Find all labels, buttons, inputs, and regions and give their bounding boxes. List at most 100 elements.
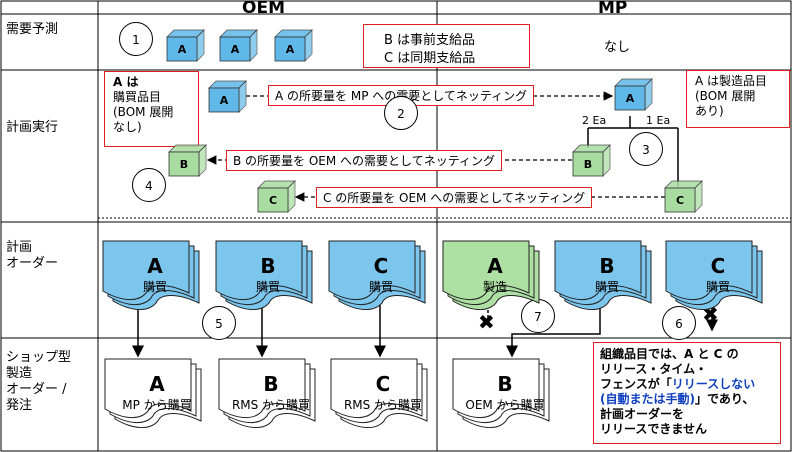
cube-label: B: [584, 158, 592, 171]
right-note-line: (BOM 展開: [695, 89, 756, 103]
cube-a: A: [219, 29, 258, 62]
document-letter: A: [149, 372, 165, 396]
right-note-line: A は製造品目: [695, 74, 768, 88]
planned-order-oem-b: B 購買: [215, 240, 313, 312]
left-note-line: なし): [113, 120, 142, 134]
left-note-line: 購買品目: [113, 90, 162, 104]
cube-label: A: [286, 43, 295, 56]
document-stack-shape: [442, 240, 540, 310]
document-stack-shape: [330, 358, 428, 428]
note-line: 」であり、: [694, 392, 755, 406]
cube-label: A: [178, 43, 187, 56]
shop-order-oem-a: A MP から購買: [104, 358, 202, 430]
cube-a: A: [274, 29, 313, 62]
cube-label: B: [180, 158, 188, 171]
document-subtitle: RMS から購買: [343, 398, 423, 412]
document-subtitle: 購買: [368, 280, 393, 294]
document-stack-shape: [218, 358, 316, 428]
cube-a: A: [208, 80, 247, 113]
left-note-box: A は 購買品目 (BOM 展開 なし): [104, 71, 199, 147]
mp-header: MP: [598, 0, 628, 18]
document-subtitle: OEM から購買: [465, 398, 545, 412]
document-subtitle: 購買: [705, 280, 730, 294]
mp-forecast-value: なし: [604, 40, 631, 55]
document-stack-shape: [452, 358, 550, 428]
note-line: フェンスが「: [600, 377, 672, 391]
document-letter: B: [599, 254, 615, 278]
document-letter: C: [373, 254, 389, 278]
row-label-planning: 計画実行: [6, 120, 59, 135]
supply-note-box: B は事前支給品 C は同期支給品: [363, 24, 530, 68]
step-2-marker: 2: [384, 96, 418, 130]
cube-label: A: [626, 92, 635, 105]
document-stack-shape: [102, 240, 200, 310]
right-note-box: A は製造品目 (BOM 展開 あり): [686, 70, 790, 128]
document-stack-shape: [104, 358, 202, 428]
cube-label: A: [231, 43, 240, 56]
document-letter: A: [147, 254, 163, 278]
cube-a: A: [614, 78, 653, 111]
note-highlight: リリースしない: [671, 377, 756, 391]
note-line: リリースできません: [600, 422, 708, 436]
qty-c-label: 1 Ea: [646, 114, 671, 127]
step-7-marker: 7: [521, 299, 555, 333]
row-label-forecast: 需要予測: [6, 22, 59, 37]
left-note-line: (BOM 展開: [113, 105, 174, 119]
cube-c: C: [257, 180, 296, 213]
supply-note-b: B は事前支給品: [384, 33, 476, 48]
left-note-line: A は: [113, 75, 139, 89]
netting-c-label: C の所要量を OEM への需要としてネッティング: [316, 187, 593, 208]
release-fence-note: 組織品目では、A と C の リリース・タイム・ フェンスが「リリースしない (…: [593, 342, 781, 444]
document-stack-shape: [554, 240, 652, 310]
note-line: リリース・タイム・: [600, 362, 708, 376]
shop-order-oem-c: C RMS から購買: [330, 358, 428, 430]
blocked-x-icon: ✖: [478, 310, 495, 334]
note-highlight: (自動または手動): [600, 392, 695, 406]
cube-c: C: [664, 180, 703, 213]
document-stack-shape: [215, 240, 313, 310]
note-line: 計画オーダーを: [600, 407, 685, 421]
step-6-marker: 6: [662, 306, 696, 340]
planned-order-mp-a: A 製造: [442, 240, 540, 312]
supply-note-c: C は同期支給品: [384, 51, 476, 66]
document-stack-shape: [665, 240, 763, 310]
netting-b-label: B の所要量を OEM への需要としてネッティング: [226, 150, 502, 171]
document-letter: B: [263, 372, 279, 396]
step-4-marker: 4: [132, 168, 166, 202]
document-subtitle: 製造: [482, 280, 507, 294]
document-stack-shape: [328, 240, 426, 310]
cube-label: A: [220, 94, 229, 107]
row-label-planned-orders: 計画 オーダー: [6, 240, 59, 271]
note-line: 組織品目では、A と C の: [600, 347, 739, 361]
planned-order-oem-c: C 購買: [328, 240, 426, 312]
document-letter: B: [497, 372, 513, 396]
right-note-line: あり): [695, 104, 724, 118]
cube-label: C: [269, 194, 277, 207]
document-subtitle: 購買: [594, 280, 619, 294]
document-letter: C: [710, 254, 726, 278]
planned-order-oem-a: A 購買: [102, 240, 200, 312]
qty-b-label: 2 Ea: [582, 114, 607, 127]
row-label-shop-orders: ショップ型 製造 オーダー / 発注: [6, 350, 72, 413]
document-letter: B: [260, 254, 276, 278]
step-1-marker: 1: [119, 22, 153, 56]
oem-header: OEM: [242, 0, 285, 18]
document-letter: A: [487, 254, 503, 278]
planned-order-mp-b: B 購買: [554, 240, 652, 312]
step-5-marker: 5: [202, 306, 236, 340]
document-subtitle: MP から購買: [122, 398, 192, 412]
shop-order-mp-b: B OEM から購買: [452, 358, 550, 430]
document-subtitle: RMS から購買: [231, 398, 311, 412]
cube-b: B: [168, 144, 207, 177]
shop-order-oem-b: B RMS から購買: [218, 358, 316, 430]
step-3-marker: 3: [629, 132, 663, 166]
document-subtitle: 購買: [142, 280, 167, 294]
cube-a: A: [166, 29, 205, 62]
cube-label: C: [676, 194, 684, 207]
planned-order-mp-c: C 購買: [665, 240, 763, 312]
document-subtitle: 購買: [255, 280, 280, 294]
document-letter: C: [375, 372, 391, 396]
cube-b: B: [572, 144, 611, 177]
